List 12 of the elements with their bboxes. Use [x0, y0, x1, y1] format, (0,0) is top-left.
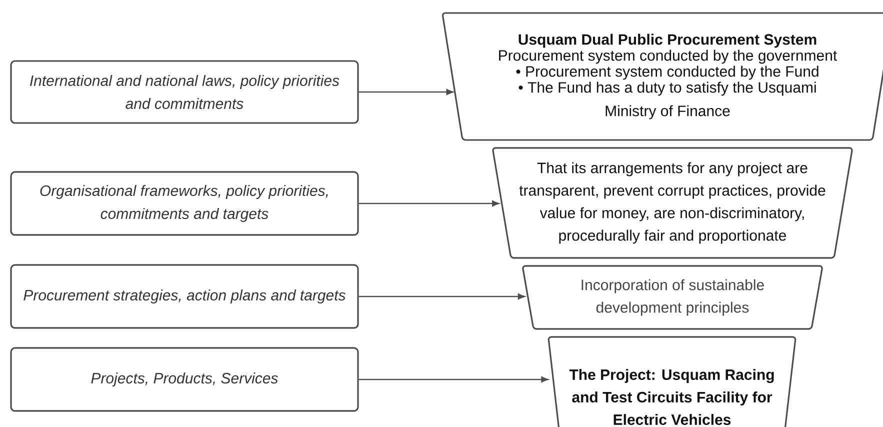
input-box: Projects, Products, Services — [10, 347, 359, 412]
arrow — [358, 89, 454, 95]
arrow — [358, 294, 525, 300]
arrow — [358, 376, 548, 382]
input-box: Organisational frameworks, policy priorities, commitments and targets — [10, 171, 359, 236]
input-box: International and national laws, policy priorities and commitments — [10, 60, 359, 124]
funnel-level: Usquam Dual Public Procurement System Procurement system conducted by the government • Procurement system conducted by the Fund • The Fund has a duty to satisfy the Usquami Ministry of Finance — [442, 12, 883, 141]
arrow — [358, 200, 500, 206]
funnel-level: The Project: Usquam Racing and Test Circuits Facility for Electric Vehicles — [548, 336, 796, 427]
input-box: Procurement strategies, action plans and targets — [10, 264, 359, 329]
funnel-level: That its arrangements for any project are transparent, prevent corrupt practices, provide value for money, are non-discriminatory, procedurally fair and proportionate — [492, 147, 853, 259]
funnel-level: Incorporation of sustainable development principles — [522, 265, 823, 330]
